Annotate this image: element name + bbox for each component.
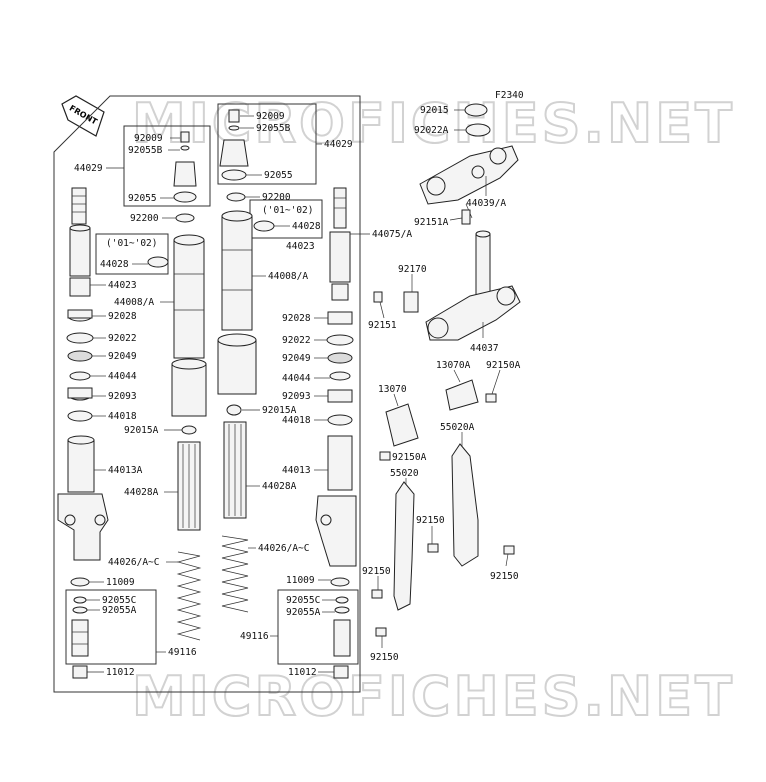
label-11012-right: 11012 — [288, 667, 317, 678]
label-92055a-right: 92055A — [286, 607, 321, 618]
label-44029-left: 44029 — [74, 163, 103, 174]
label-92150-a: 92150 — [416, 515, 445, 526]
label-92015a-left: 92015A — [124, 425, 159, 436]
label-92200-left: 92200 — [130, 213, 159, 224]
label-92028-right: 92028 — [282, 313, 311, 324]
label-92151: 92151 — [368, 320, 397, 331]
valve-box-right — [277, 589, 359, 665]
label-44029-right: 44029 — [324, 139, 353, 150]
label-92022-right: 92022 — [282, 335, 311, 346]
label-92055b-right: 92055B — [256, 123, 291, 134]
label-13070a: 13070A — [436, 360, 471, 371]
label-92150a-bottom: 92150A — [392, 452, 427, 463]
label-92022a: 92022A — [414, 125, 449, 136]
watermark-bottom: MICROFICHES.NET — [132, 665, 735, 728]
label-11009-left: 11009 — [106, 577, 135, 588]
label-44039a: 44039/A — [466, 198, 506, 209]
label-year-range-left: ('01~'02) — [106, 238, 157, 249]
label-92022-left: 92022 — [108, 333, 137, 344]
label-92015: 92015 — [420, 105, 449, 116]
label-44023-left: 44023 — [108, 280, 137, 291]
label-92009-right: 92009 — [256, 111, 285, 122]
label-13070: 13070 — [378, 384, 407, 395]
label-92170: 92170 — [398, 264, 427, 275]
label-92151a: 92151A — [414, 217, 449, 228]
label-92055-right: 92055 — [264, 170, 293, 181]
front-arrow-icon: FRONT — [61, 95, 105, 137]
label-44023-right: 44023 — [286, 241, 315, 252]
label-92200-right: 92200 — [262, 192, 291, 203]
label-92028-left: 92028 — [108, 311, 137, 322]
label-55020a: 55020A — [440, 422, 475, 433]
label-44028a-right: 44028A — [262, 481, 297, 492]
part-number-labels: 44029 92009 92055B 92055 92200 ('01~'02)… — [74, 105, 521, 678]
right-fork-parts — [217, 109, 357, 679]
cap-kit-box-left — [123, 125, 211, 207]
label-55020: 55020 — [390, 468, 419, 479]
label-49116-right: 49116 — [240, 631, 269, 642]
label-44018-left: 44018 — [108, 411, 137, 422]
label-44037: 44037 — [470, 343, 499, 354]
label-92049-left: 92049 — [108, 351, 137, 362]
label-44013a-left: 44013A — [108, 465, 143, 476]
label-11009-right: 11009 — [286, 575, 315, 586]
label-92093-left: 92093 — [108, 391, 137, 402]
left-fork-parts — [57, 131, 207, 679]
label-44028-left: 44028 — [100, 259, 129, 270]
label-92049-right: 92049 — [282, 353, 311, 364]
label-92055c-right: 92055C — [286, 595, 320, 606]
label-44018-right: 44018 — [282, 415, 311, 426]
valve-box-left — [65, 589, 157, 665]
leader-lines — [86, 109, 509, 673]
label-92093-right: 92093 — [282, 391, 311, 402]
label-92055b-left: 92055B — [128, 145, 163, 156]
label-11012-left: 11012 — [106, 667, 135, 678]
year-box-left — [95, 233, 169, 275]
watermark-top: MICROFICHES.NET — [132, 92, 735, 155]
label-44075a: 44075/A — [372, 229, 412, 240]
label-92009-left: 92009 — [134, 133, 163, 144]
label-44028a-left: 44028A — [124, 487, 159, 498]
label-44044-right: 44044 — [282, 373, 311, 384]
label-44026-right: 44026/A~C — [258, 543, 309, 554]
label-44008a-left: 44008/A — [114, 297, 154, 308]
label-92015a-right: 92015A — [262, 405, 297, 416]
label-92150a-top: 92150A — [486, 360, 521, 371]
label-92150-b: 92150 — [490, 571, 519, 582]
label-44026-left: 44026/A~C — [108, 557, 159, 568]
label-92055-left: 92055 — [128, 193, 157, 204]
label-44028-right: 44028 — [292, 221, 321, 232]
label-92150-d: 92150 — [370, 652, 399, 663]
label-year-range-right: ('01~'02) — [262, 205, 313, 216]
label-44008a-right: 44008/A — [268, 271, 308, 282]
fork-assembly-frame — [53, 95, 361, 693]
label-92150-c: 92150 — [362, 566, 391, 577]
label-44013-right: 44013 — [282, 465, 311, 476]
label-92055c-left: 92055C — [102, 595, 136, 606]
label-49116-left: 49116 — [168, 647, 197, 658]
triple-clamp-and-guards — [371, 103, 521, 637]
label-92055a-left: 92055A — [102, 605, 137, 616]
label-44044-left: 44044 — [108, 371, 137, 382]
diagram-code: F2340 — [495, 90, 524, 101]
